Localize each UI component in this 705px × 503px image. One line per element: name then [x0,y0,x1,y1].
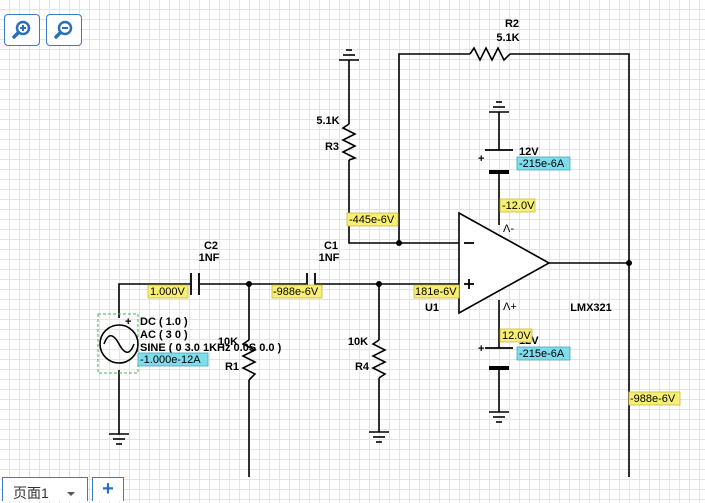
u1-ref: U1 [425,302,439,314]
opamp-u1[interactable] [458,211,551,315]
ground-supply-top [489,101,509,113]
svg-text:-445e-6V: -445e-6V [349,214,395,226]
svg-text:181e-6V: 181e-6V [415,286,457,298]
probe-source-current[interactable]: -1.000e-12A [137,352,209,367]
source-dc: DC ( 1.0 ) [140,316,188,328]
ground-r4 [369,431,389,443]
probe-mid-node[interactable]: -988e-6V [271,284,323,299]
tab-page1-label: 页面1 [13,485,49,501]
zoom-out-button[interactable] [46,14,82,46]
r4-value: 10K [348,336,368,348]
svg-text:12.0V: 12.0V [502,330,531,342]
u1-part: LMX321 [570,302,612,314]
add-page-button[interactable]: + [92,477,124,501]
probe-noninv-node[interactable]: 181e-6V [413,284,460,299]
resistor-r3[interactable] [341,123,358,161]
svg-text:-12.0V: -12.0V [502,200,535,212]
svg-text:-988e-6V: -988e-6V [630,393,676,405]
r4-ref: R4 [355,361,370,373]
zoom-in-icon [12,20,31,39]
voltage-source[interactable]: + [97,313,139,374]
chevron-down-icon[interactable] [67,492,75,496]
svg-text:-1.000e-12A: -1.000e-12A [140,354,201,366]
battery-bottom[interactable] [485,347,513,370]
tab-page1[interactable]: 页面1 [2,477,88,501]
c2-ref: C2 [204,240,218,252]
battery-top-plus: + [478,153,484,165]
wires [118,53,630,477]
source-ac: AC ( 3 0 ) [140,329,188,341]
schematic-canvas[interactable]: R2 5.1K 5.1K R3 C2 1NF C1 1NF 10K R1 10K… [0,0,705,477]
battery-top[interactable] [485,149,513,174]
svg-text:-215e-6A: -215e-6A [519,348,565,360]
svg-text:-988e-6V: -988e-6V [273,286,319,298]
battery-bottom-plus: + [478,343,484,355]
r3-value: 5.1K [316,115,339,127]
probe-inverting-node[interactable]: -445e-6V [346,212,399,227]
r1-value: 10K [218,336,238,348]
capacitor-c2[interactable] [190,273,200,295]
junctions [246,240,632,287]
supply-top-value: 12V [519,146,539,158]
svg-text:-215e-6A: -215e-6A [519,158,565,170]
probe-supply-top-voltage[interactable]: -12.0V [499,198,536,213]
r2-ref: R2 [505,18,519,30]
r1-ref: R1 [225,361,239,373]
svg-text:+: + [125,316,131,328]
r3-ref: R3 [325,141,339,153]
probe-supply-top-current[interactable]: -215e-6A [516,156,571,171]
probe-supply-bottom-current[interactable]: -215e-6A [516,346,571,361]
resistor-r4[interactable] [371,339,387,379]
probe-output-node[interactable]: -988e-6V [628,391,681,406]
c1-value: 1NF [319,252,340,264]
ground-source [109,433,129,445]
svg-text:1.000V: 1.000V [150,286,186,298]
source-sine: SINE ( 0 3.0 1KHz 0.0S 0.0 ) [140,342,282,354]
c2-value: 1NF [199,252,220,264]
probe-supply-bottom-voltage[interactable]: 12.0V [499,328,533,343]
vminus-pin-label: Λ- [503,223,514,235]
c1-ref: C1 [324,240,338,252]
vplus-pin-label: Λ+ [503,301,517,313]
ground-r3 [339,49,359,61]
resistor-r2[interactable] [469,46,511,62]
zoom-out-icon [54,20,73,39]
probe-source-node[interactable]: 1.000V [147,284,189,299]
resistor-r1[interactable] [241,339,257,381]
zoom-in-button[interactable] [4,14,40,46]
ground-supply-bottom [489,411,509,423]
page-tab-bar: 页面1 + [0,477,705,501]
r2-value: 5.1K [496,32,519,44]
